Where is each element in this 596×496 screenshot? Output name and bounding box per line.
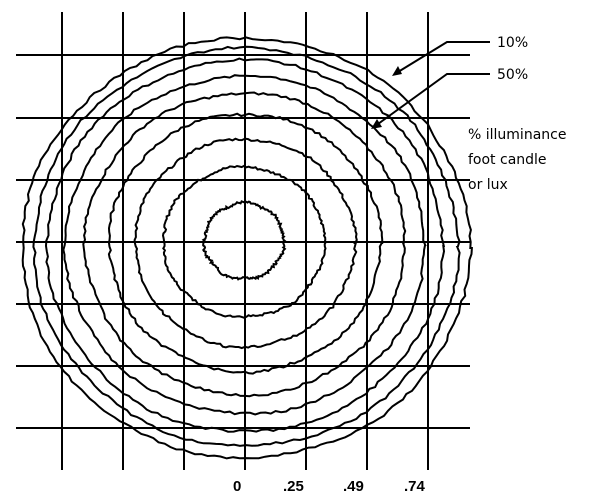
contour-ring-9 bbox=[21, 36, 473, 460]
tick-label-0: 0 bbox=[233, 478, 241, 495]
contour-ring-1 bbox=[201, 200, 288, 281]
legend-label-10: 10% bbox=[497, 35, 528, 51]
leader-line-10 bbox=[397, 41, 490, 73]
contour-ring-7 bbox=[44, 57, 446, 433]
legend-50-percent-leader bbox=[371, 73, 490, 129]
note-line-1: % illuminance bbox=[468, 127, 566, 143]
note-line-2: foot candle bbox=[468, 152, 547, 168]
arrowhead-50 bbox=[371, 119, 382, 129]
legend-label-50: 50% bbox=[497, 67, 528, 83]
tick-label-049: .49 bbox=[343, 478, 364, 495]
legend-10-percent-leader bbox=[392, 41, 490, 76]
tick-label-025: .25 bbox=[283, 478, 304, 495]
contour-rings bbox=[21, 36, 473, 460]
grid bbox=[16, 12, 470, 470]
leader-line-50 bbox=[377, 73, 490, 125]
contour-ring-2 bbox=[161, 164, 328, 319]
contour-ring-8 bbox=[32, 45, 461, 447]
tick-label-074: .74 bbox=[404, 478, 426, 495]
note-line-3: or lux bbox=[468, 177, 508, 193]
arrowhead-10 bbox=[392, 66, 402, 76]
